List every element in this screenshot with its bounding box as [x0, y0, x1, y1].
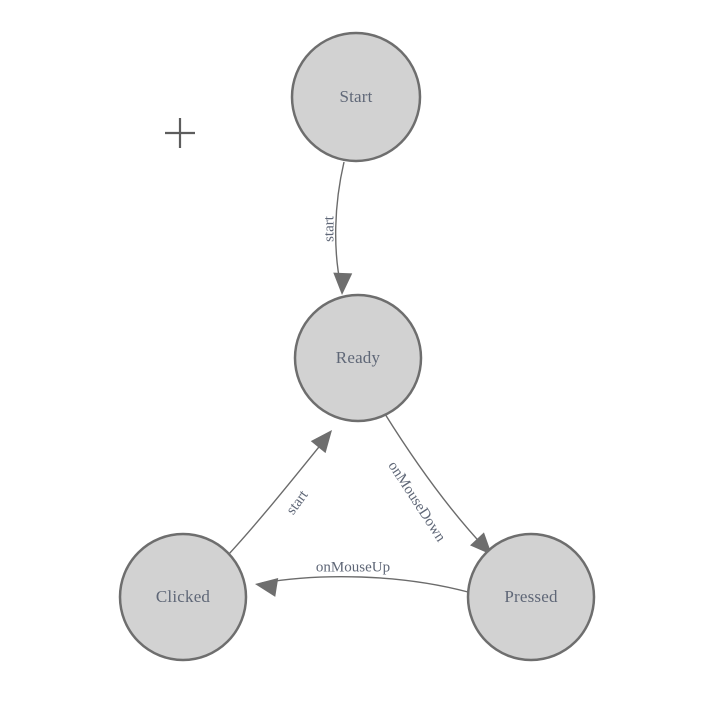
edge-line	[384, 413, 488, 551]
state-node-clicked[interactable]: Clicked	[118, 532, 248, 662]
cursor-layer	[165, 118, 195, 148]
edge-pressed-to-clicked[interactable]: onMouseUp	[254, 559, 469, 597]
edge-arrowhead	[310, 430, 332, 454]
crosshair-marker-icon	[165, 118, 195, 148]
edge-clicked-to-ready[interactable]: start	[227, 424, 339, 556]
node-label-ready: Ready	[336, 348, 381, 367]
node-label-start: Start	[339, 87, 372, 106]
edge-line	[227, 436, 328, 556]
edge-label-pressed-to-clicked: onMouseUp	[316, 559, 390, 575]
edge-ready-to-pressed[interactable]: onMouseDown	[384, 413, 499, 561]
node-circle[interactable]	[290, 31, 422, 163]
edge-line	[261, 575, 469, 593]
node-label-clicked: Clicked	[156, 587, 211, 606]
edge-label-ready-to-pressed: onMouseDown	[385, 459, 449, 546]
edge-arrowhead	[470, 532, 492, 555]
node-circle[interactable]	[466, 532, 596, 662]
node-circle[interactable]	[118, 532, 248, 662]
edge-arrowhead	[333, 272, 353, 295]
node-circle[interactable]	[293, 293, 423, 423]
state-node-ready[interactable]: Ready	[293, 293, 423, 423]
edge-arrowhead	[255, 578, 279, 597]
edge-label-start-to-ready: start	[321, 215, 337, 242]
state-node-start[interactable]: Start	[290, 31, 422, 163]
edge-label-clicked-to-ready: start	[283, 487, 312, 518]
node-label-pressed: Pressed	[504, 587, 558, 606]
state-node-pressed[interactable]: Pressed	[466, 532, 596, 662]
edge-start-to-ready[interactable]: start	[321, 161, 353, 295]
